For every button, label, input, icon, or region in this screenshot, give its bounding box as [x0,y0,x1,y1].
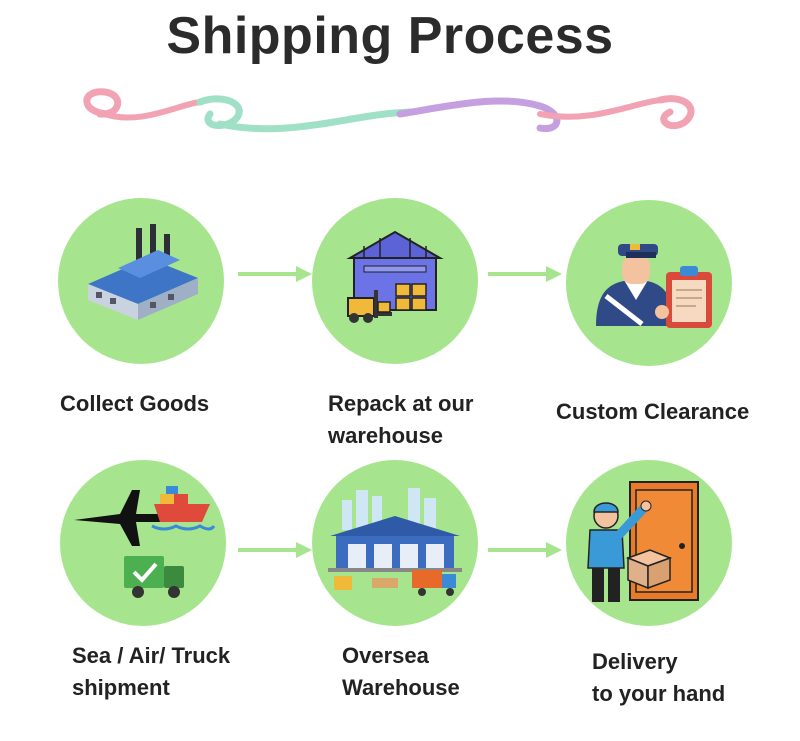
step-collect-goods-circle [58,198,224,364]
step-repack-circle [312,198,478,364]
step-delivery-circle [566,460,732,626]
arrow-right-icon [238,542,312,558]
plane-ship-truck-icon [74,486,216,598]
step-label-shipment: Sea / Air/ Truck shipment [72,643,231,700]
customs-officer-icon [596,244,712,328]
warehouse-forklift-icon [346,230,444,323]
step-label-delivery: Delivery to your hand [592,649,726,706]
step-oversea-warehouse-circle [312,460,478,626]
arrow-right-icon [488,266,562,282]
page-title: Shipping Process [166,7,614,65]
step-label-collect-goods: Collect Goods [60,391,210,416]
arrow-right-icon [488,542,562,558]
step-label-custom-clearance: Custom Clearance [556,399,750,424]
factory-icon [88,224,198,320]
step-customs-circle [566,200,732,366]
step-shipment-circle [60,460,226,626]
oversea-warehouse-icon [328,488,462,596]
decorative-flourish [83,88,695,133]
step-label-oversea-warehouse: Oversea Warehouse [342,643,460,700]
arrow-right-icon [238,266,312,282]
step-label-repack: Repack at our warehouse [328,391,474,448]
delivery-person-icon [587,481,699,602]
